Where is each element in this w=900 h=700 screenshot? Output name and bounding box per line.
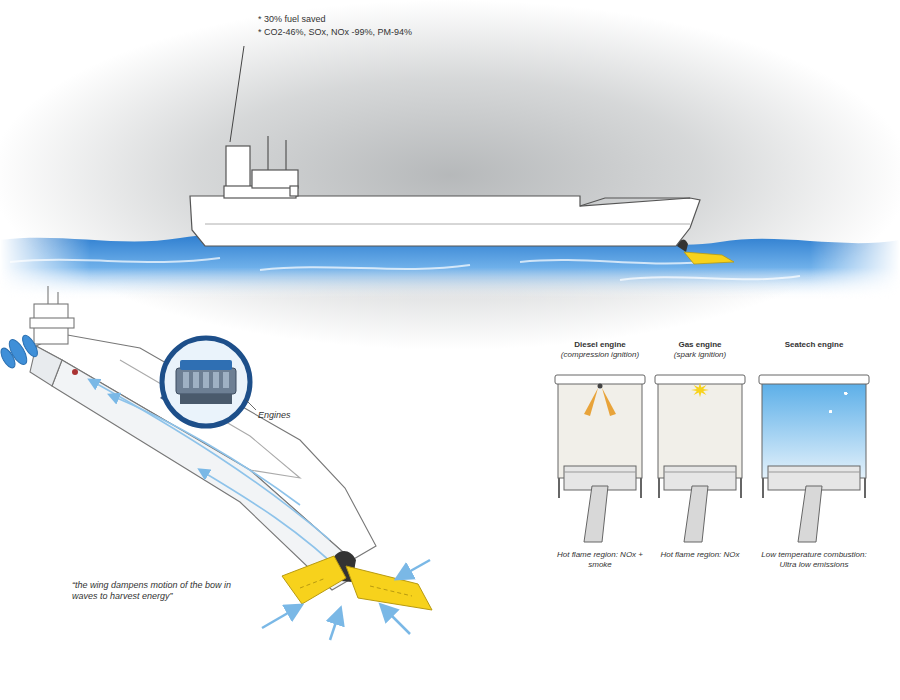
engine-subtitle: (compression ignition): [552, 350, 648, 360]
engine-cylinder: Diesel engine(compression ignition) Hot f…: [552, 340, 648, 600]
cylinder-illustration: [552, 374, 648, 544]
propeller: [0, 333, 40, 370]
engine-heading: Gas engine(spark ignition): [652, 340, 748, 360]
engine-heading: Seatech engine: [756, 340, 872, 350]
cylinder-illustration: [756, 374, 872, 544]
note-label: * CO2-46%, SOx, NOx -99%, PM-94%: [258, 27, 412, 38]
wing: [282, 551, 432, 610]
engine-title: Diesel engine: [552, 340, 648, 350]
engine-subtitle: (spark ignition): [652, 350, 748, 360]
caption-text: Hot flame region: NOx + smoke: [552, 550, 648, 570]
top-ship: [190, 136, 700, 246]
caption-text: Hot flame region: NOx: [652, 550, 748, 560]
engine-heading: Diesel engine(compression ignition): [552, 340, 648, 360]
engine-title: Seatech engine: [756, 340, 872, 350]
cylinder-illustration: [652, 374, 748, 544]
bottom-ship: [30, 286, 376, 590]
caption-text: Low temperature combustion: Ultra low em…: [756, 550, 872, 570]
note-label: “the wing dampens motion of the bow in w…: [72, 580, 252, 602]
engine-title: Gas engine: [652, 340, 748, 350]
engine-cylinder: Seatech engineLow temperature combustion…: [756, 340, 872, 600]
note-label: * 30% fuel saved: [258, 14, 326, 25]
engine-cylinder: Gas engine(spark ignition) Hot flame regi…: [652, 340, 748, 600]
wave-arrows: [262, 560, 430, 640]
note-label: Engines: [258, 410, 291, 421]
engine-icon: [176, 360, 236, 404]
